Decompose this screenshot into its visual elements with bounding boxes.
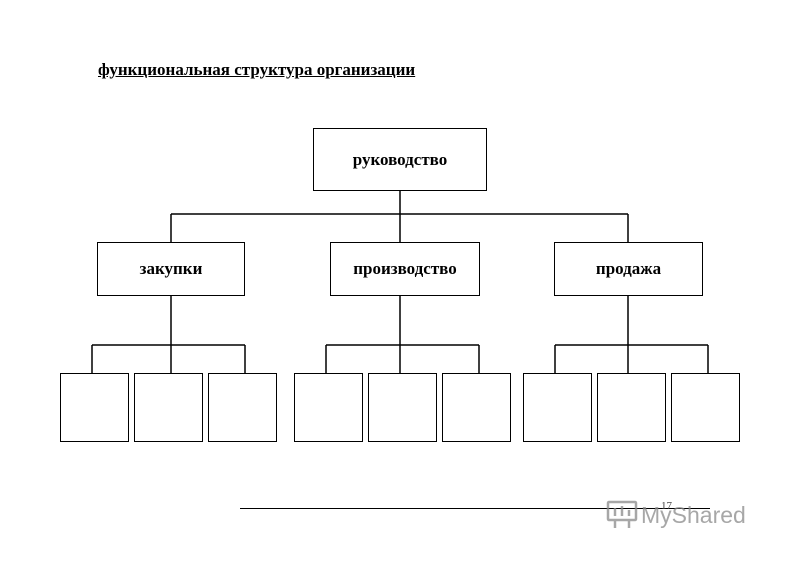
department-label: продажа <box>595 259 662 278</box>
department-node-purchasing: закупки <box>97 242 245 296</box>
sub-node <box>671 373 740 442</box>
sub-node <box>523 373 592 442</box>
sub-node <box>294 373 363 442</box>
sub-node <box>208 373 277 442</box>
page-number: 17 <box>661 500 672 512</box>
department-label: производство <box>353 259 457 278</box>
footer-rule <box>240 508 710 509</box>
watermark-text: MyShared <box>641 501 746 528</box>
sub-node <box>60 373 129 442</box>
department-node-sales: продажа <box>554 242 703 296</box>
sub-node <box>368 373 437 442</box>
sub-node <box>442 373 511 442</box>
root-node: руководство <box>313 128 487 191</box>
presentation-board-icon <box>606 500 638 528</box>
department-node-production: производство <box>330 242 480 296</box>
diagram-title: функциональная структура организации <box>98 60 416 79</box>
sub-node <box>134 373 203 442</box>
root-node-label: руководство <box>352 149 448 169</box>
sub-node <box>597 373 666 442</box>
department-label: закупки <box>139 259 203 278</box>
watermark-logo: MyShared <box>606 500 746 530</box>
